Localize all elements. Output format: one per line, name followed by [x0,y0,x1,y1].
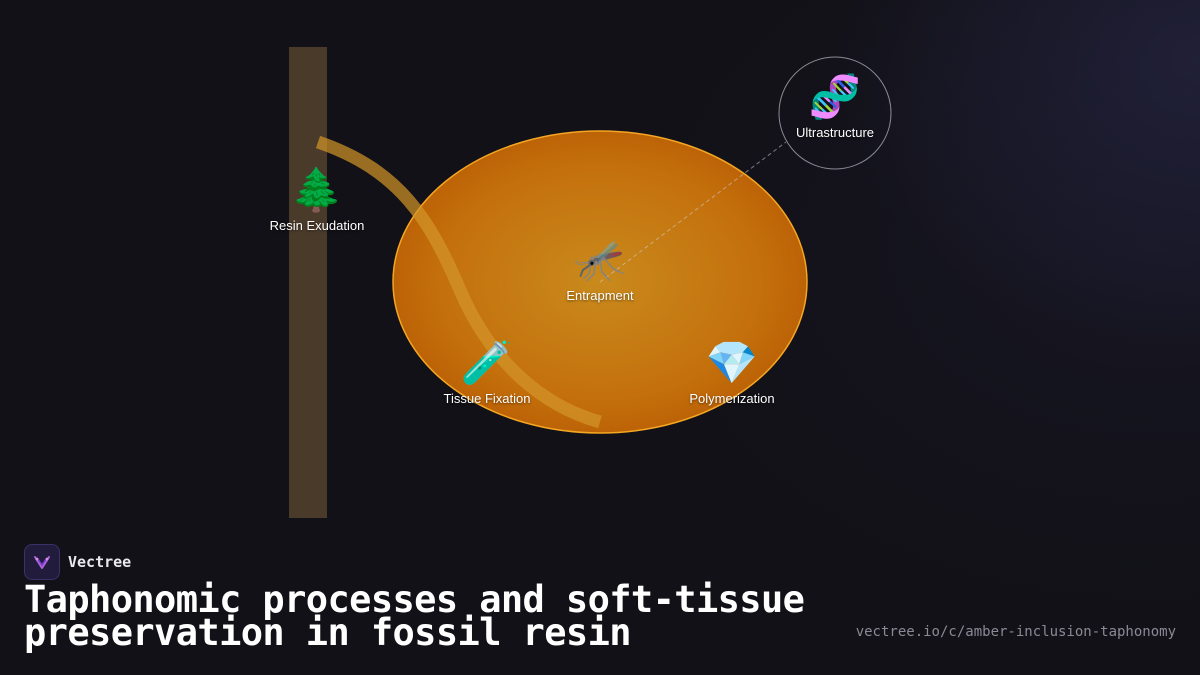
tree-trunk [289,47,327,518]
evergreen-tree-icon: 🌲 [290,166,344,213]
dna-icon: 🧬 [808,73,862,120]
node-label: Polymerization [689,391,775,406]
resin-flow-path [315,135,602,429]
gem-icon: 💎 [705,339,759,386]
ultrastructure-connector [599,141,787,283]
vectree-logo-icon [24,544,60,580]
node-label: Resin Exudation [269,218,365,233]
brand[interactable]: Vectree [24,544,131,580]
node-entrapment: 🦟 Entrapment [520,236,680,303]
node-label: Ultrastructure [795,125,875,140]
page-title: Taphonomic processes and soft-tissue pre… [24,578,805,654]
node-tissue-fixation: 🧪 Tissue Fixation [407,339,567,406]
node-label: Entrapment [566,288,634,303]
test-tube-icon: 🧪 [460,339,514,386]
node-resin-exudation: 🌲 Resin Exudation [237,166,397,233]
mosquito-icon: 🦟 [573,236,627,283]
brand-name: Vectree [68,553,132,571]
source-url-link[interactable]: vectree.io/c/amber-inclusion-taphonomy [855,624,1176,640]
node-ultrastructure: 🧬 Ultrastructure [755,73,915,140]
node-polymerization: 💎 Polymerization [652,339,812,406]
node-label: Tissue Fixation [443,391,531,406]
ultrastructure-ring [778,56,892,170]
